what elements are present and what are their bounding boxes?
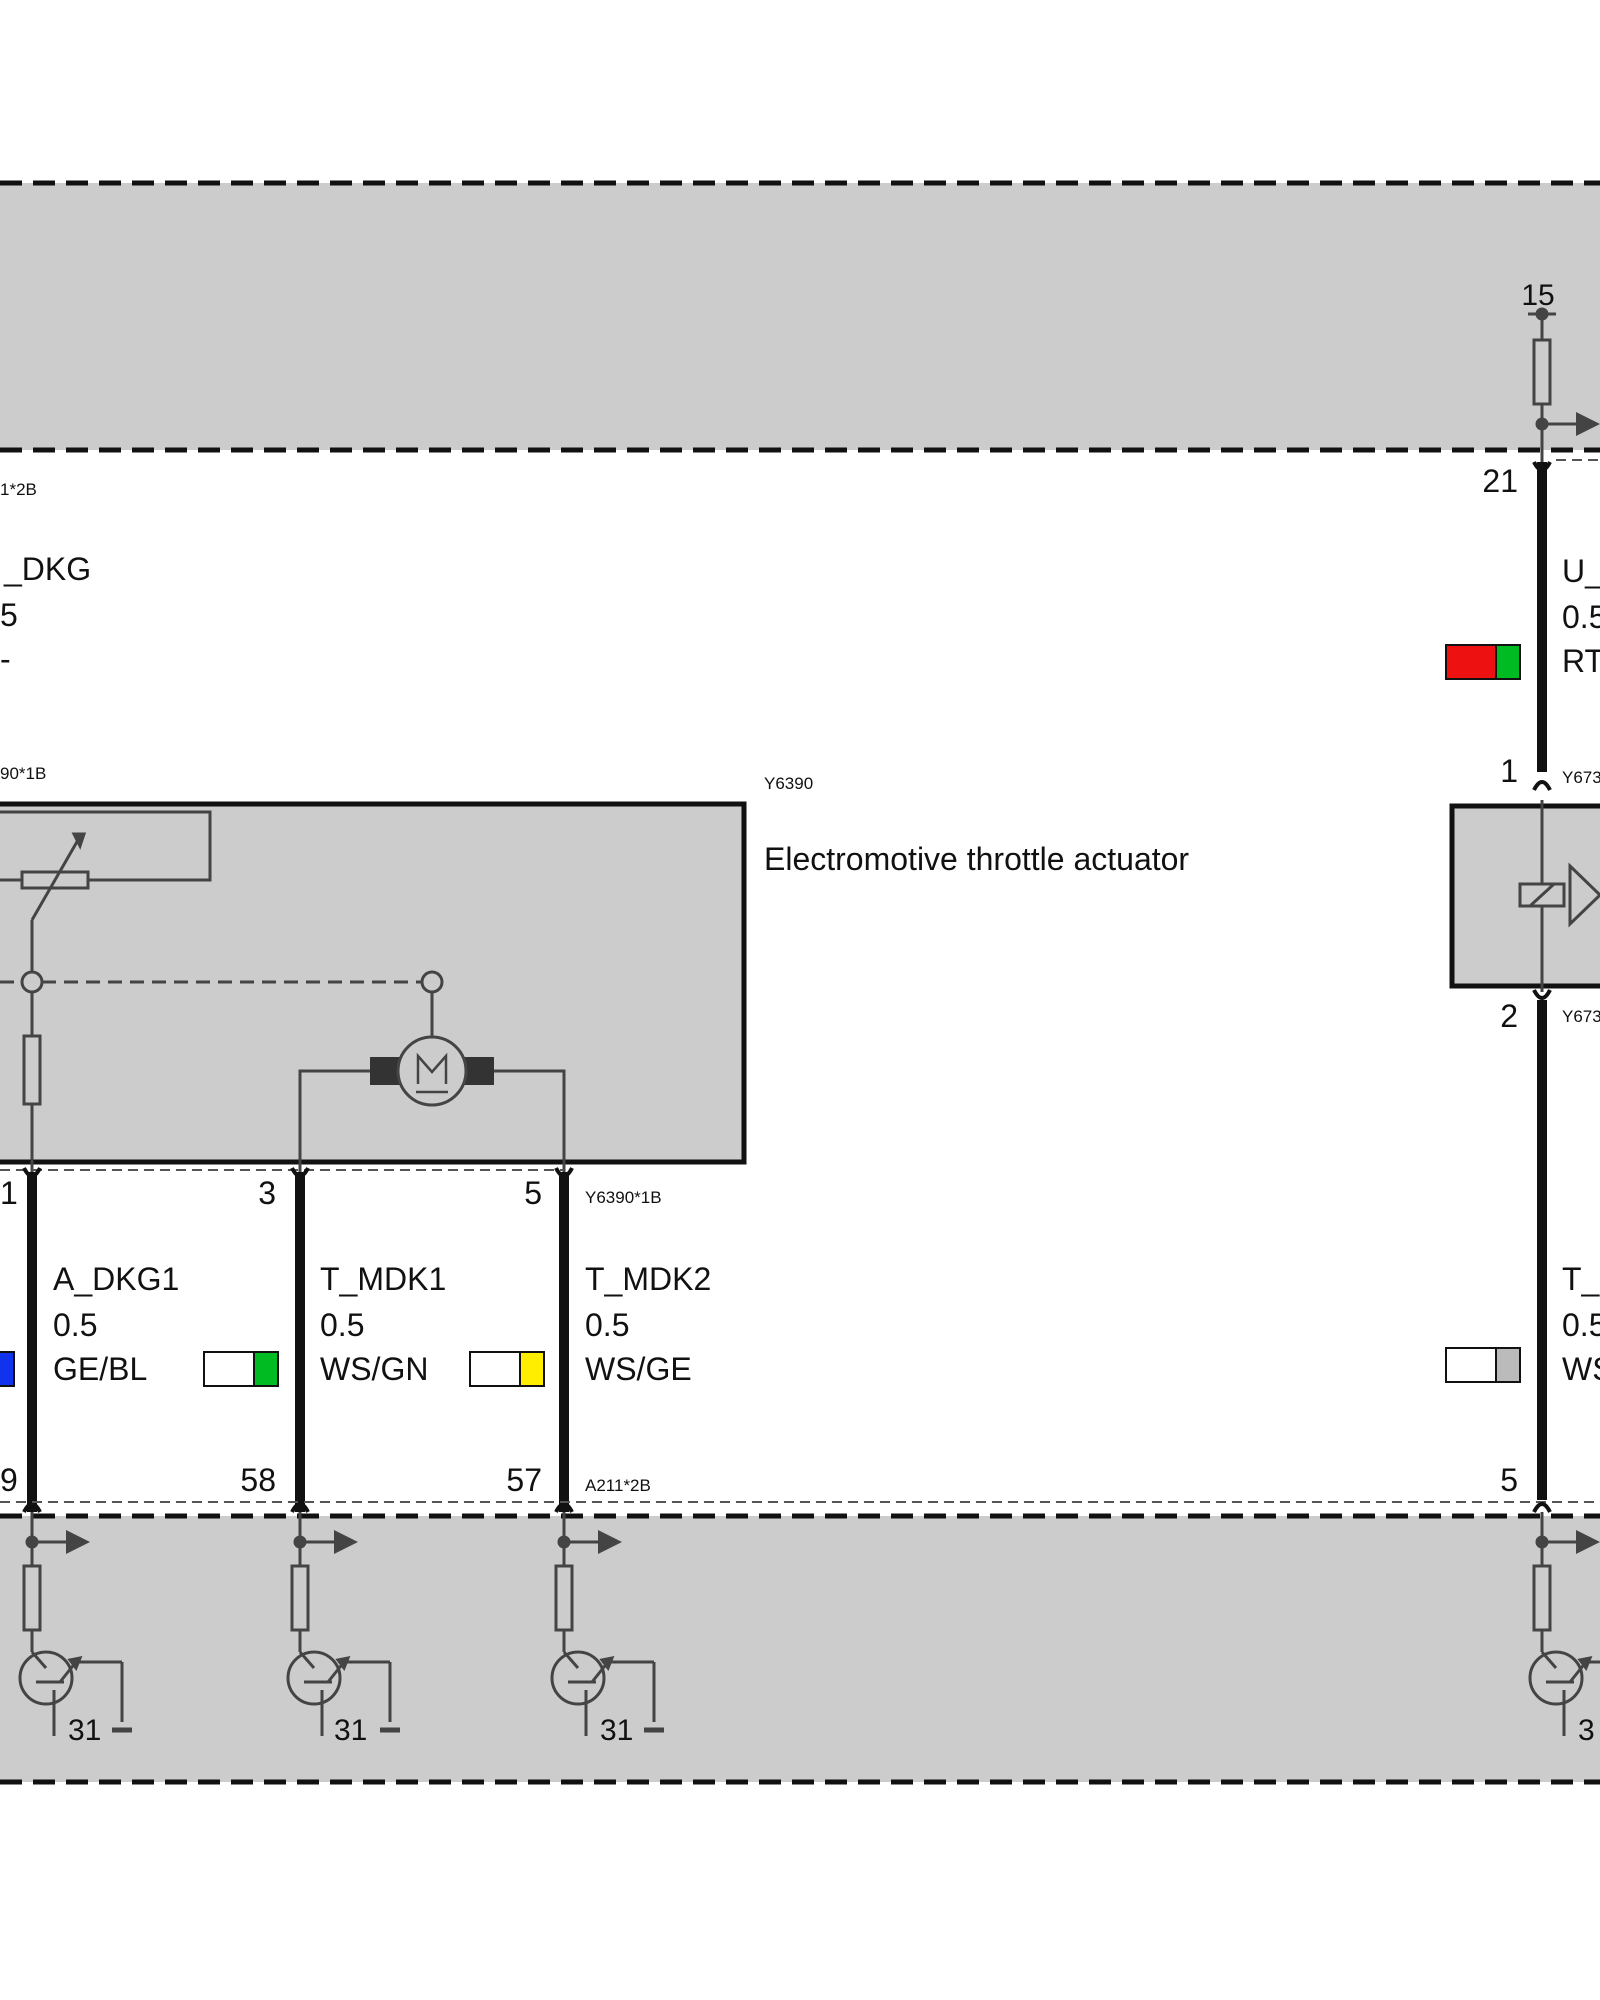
driver-stage-1 (18, 1512, 132, 1736)
wire-t-mdk1-pin-top: 3 (258, 1175, 276, 1211)
wire-a-dkg1-pin-bottom: 9 (0, 1462, 18, 1498)
driver-arrow-icon (1576, 1530, 1600, 1554)
wire-a-dkg1-size: 0.5 (53, 1307, 97, 1343)
right-wire-bottom-pin-top: 2 (1500, 998, 1518, 1034)
right-wire-top-pin-top: 21 (1482, 463, 1518, 499)
right-wire-top-color: RT (1562, 643, 1600, 679)
right-wire-bottom-top-contact-icon (1532, 989, 1552, 1000)
driver-stage-4 (1528, 1512, 1600, 1736)
wire-t-mdk2-pin-bottom: 57 (506, 1462, 542, 1498)
actuator-connector-label: Y6390*1B (585, 1188, 662, 1207)
top-module (0, 180, 1600, 453)
wire-group: 1 9 A_DKG1 0.5 GE/BL 3 58 T_MDK1 0.5 WS/… (0, 1167, 711, 1513)
right-wire-bottom-color: WS (1562, 1351, 1600, 1387)
wire-t-mdk1-name: T_MDK1 (320, 1261, 446, 1297)
transistor-icon (1528, 1650, 1584, 1706)
right-wire-top-pin-bottom: 1 (1500, 753, 1518, 789)
potentiometer (0, 810, 212, 972)
mid-connector-left-label: 90*1B (0, 764, 46, 783)
supply-label: 15 (1521, 279, 1554, 312)
pot-arrow-icon (71, 832, 87, 850)
motor-brush-right (464, 1057, 494, 1085)
wire-a-dkg1-top-contact-icon (22, 1167, 42, 1178)
top-connector-left-label: 1*2B (0, 480, 37, 499)
ground-label-4: 3 (1578, 1714, 1595, 1747)
left-wire-size: 5 (0, 597, 18, 633)
right-wire-top-size: 0.5 (1562, 599, 1600, 635)
motor-brush-left (370, 1057, 400, 1085)
left-wire-swatch (0, 1351, 15, 1387)
ground-label-3: 31 (600, 1714, 633, 1747)
driver-stages (18, 1512, 1600, 1736)
wire-t-mdk2-top-contact-icon (554, 1167, 574, 1178)
solenoid-valve-icon (1518, 800, 1600, 992)
right-top-connector-label: Y673 (1562, 768, 1600, 787)
driver-resistor (1532, 1564, 1552, 1632)
right-wire-top-bottom-contact-icon (1532, 780, 1552, 791)
arrow-head-icon (1576, 412, 1600, 436)
wire-t-mdk2[interactable]: 5 57 T_MDK2 0.5 WS/GE (506, 1167, 711, 1513)
driver-stage-2 (286, 1512, 400, 1736)
bottom-module (0, 1513, 1600, 1785)
wire-t-mdk1-color: WS/GN (320, 1351, 428, 1387)
right-valve-module: 21 1 U_ 0.5 RT Y673 2 5 Y673 T_ 0.5 WS (1445, 459, 1600, 1513)
right-wire-bottom-contact-icon (1532, 1502, 1552, 1513)
driver-resistor (22, 1564, 42, 1632)
bottom-module-fill (0, 1516, 1600, 1782)
wire-t-mdk2-color: WS/GE (585, 1351, 692, 1387)
right-wire-bottom-name: T_ (1562, 1261, 1600, 1297)
transistor-icon (18, 1650, 74, 1706)
ground-label-2: 31 (334, 1714, 367, 1747)
pot-wiper (30, 839, 80, 921)
actuator-title: Electromotive throttle actuator (764, 841, 1189, 877)
top-module-fill (0, 183, 1600, 450)
motor (298, 1035, 566, 1172)
right-wire-bottom-swatch (1445, 1347, 1521, 1383)
sensor-resistor (22, 992, 42, 1172)
pot-loop (0, 810, 212, 882)
wire-t-mdk1-size: 0.5 (320, 1307, 364, 1343)
supply-circuit (1528, 307, 1600, 462)
right-wire-top-swatch (1445, 644, 1521, 680)
wire-t-mdk2-bottom-contact-icon (554, 1502, 574, 1513)
right-wire-top-name: U_ (1562, 553, 1600, 589)
actuator-id: Y6390 (764, 774, 813, 793)
transistor-icon (286, 1650, 342, 1706)
left-wire-name: _DKG (3, 551, 91, 587)
coupling-node-left (20, 970, 44, 994)
coupling-node-right (420, 970, 444, 994)
wire-t-mdk1-pin-bottom: 58 (240, 1462, 276, 1498)
ground-label-1: 31 (68, 1714, 101, 1747)
wire-t-mdk2-size: 0.5 (585, 1307, 629, 1343)
wire-t-mdk1-top-contact-icon (290, 1167, 310, 1178)
wire-a-dkg1-color: GE/BL (53, 1351, 147, 1387)
wire-t-mdk1-bottom-contact-icon (290, 1502, 310, 1513)
wire-a-dkg1[interactable]: 1 9 A_DKG1 0.5 GE/BL (0, 1167, 279, 1513)
left-wire-color: - (0, 641, 11, 677)
wire-a-dkg1-name: A_DKG1 (53, 1261, 179, 1297)
right-mid-connector-label: Y673 (1562, 1007, 1600, 1026)
ecu-connector-label: A211*2B (585, 1476, 651, 1495)
wire-t-mdk1-swatch (469, 1351, 545, 1387)
driver-arrow-icon (598, 1530, 622, 1554)
right-wire-top-contact-icon (1532, 461, 1552, 472)
wire-t-mdk2-pin-top: 5 (524, 1175, 542, 1211)
driver-resistor (554, 1564, 574, 1632)
driver-resistor (290, 1564, 310, 1632)
wire-a-dkg1-swatch (203, 1351, 279, 1387)
wire-t-mdk1[interactable]: 3 58 T_MDK1 0.5 WS/GN (240, 1167, 545, 1513)
transistor-icon (550, 1650, 606, 1706)
wire-a-dkg1-bottom-contact-icon (22, 1502, 42, 1513)
wire-t-mdk2-name: T_MDK2 (585, 1261, 711, 1297)
pullup-resistor (1532, 338, 1552, 406)
right-wire-bottom-pin-bottom: 5 (1500, 1462, 1518, 1498)
throttle-actuator (0, 801, 747, 1172)
wire-a-dkg1-pin-top: 1 (0, 1175, 18, 1211)
driver-arrow-icon (334, 1530, 358, 1554)
driver-arrow-icon (66, 1530, 90, 1554)
driver-stage-3 (550, 1512, 664, 1736)
right-wire-bottom-size: 0.5 (1562, 1307, 1600, 1343)
